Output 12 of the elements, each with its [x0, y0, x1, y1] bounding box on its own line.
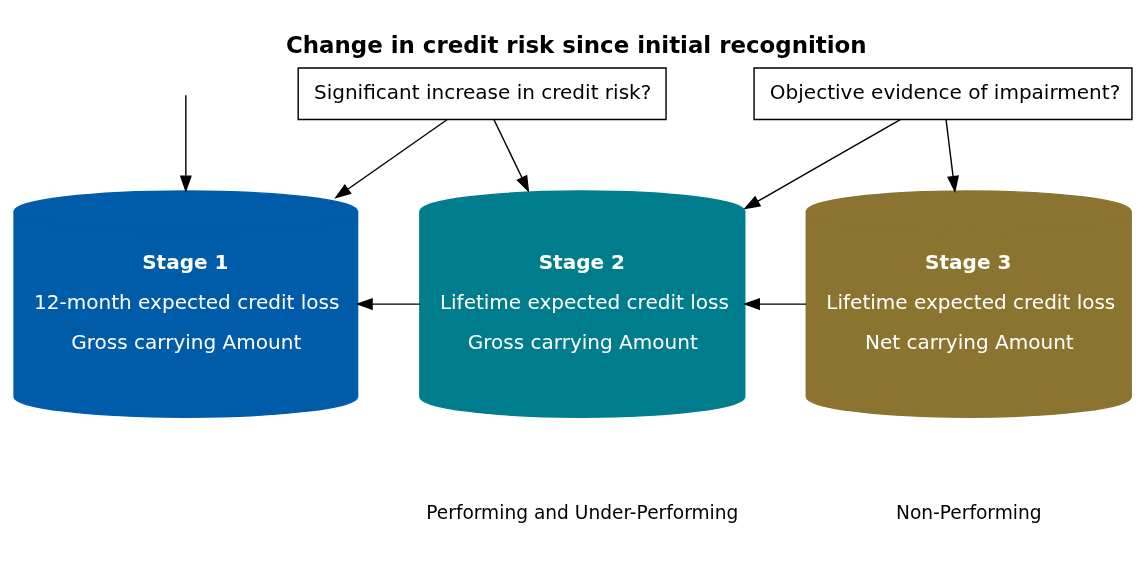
- label: Performing and Under-Performing: [426, 502, 739, 524]
- arrow: [493, 119, 530, 193]
- arrow: [334, 119, 448, 199]
- arrow: [945, 119, 959, 193]
- label: Non-Performing: [895, 502, 1042, 524]
- arrow: [355, 298, 421, 311]
- node-box: Objective evidence of impairment?: [753, 67, 1133, 121]
- node-box: Significant increase in credit risk?: [297, 67, 667, 121]
- arrow: [743, 118, 901, 210]
- arrow: [742, 298, 807, 311]
- diagram-title: Change in credit risk since initial recognition: [286, 32, 867, 59]
- arrow: [179, 94, 192, 193]
